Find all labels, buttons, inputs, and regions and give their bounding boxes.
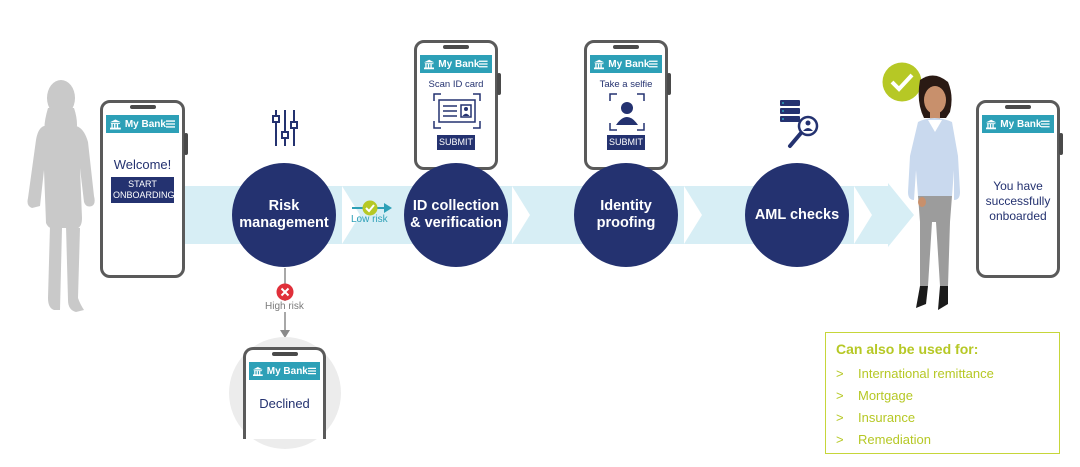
- list-item-label: Remediation: [858, 432, 931, 447]
- bank-icon: [110, 119, 121, 129]
- high-risk-label: High risk: [264, 301, 305, 312]
- phone-side-button: [497, 73, 501, 95]
- declined-phone: My Bank Declined: [243, 347, 326, 439]
- list-item-label: Mortgage: [858, 388, 913, 403]
- declined-text: Declined: [259, 396, 310, 411]
- selfie-caption: Take a selfie: [599, 79, 653, 90]
- app-name: My Bank: [608, 58, 650, 70]
- phone-notch: [1005, 105, 1031, 109]
- scan-id-caption: Scan ID card: [428, 79, 484, 90]
- submit-id-button[interactable]: SUBMIT: [437, 135, 475, 150]
- phone-notch: [613, 45, 639, 49]
- bank-icon: [424, 59, 435, 69]
- app-header: My Bank: [249, 362, 320, 380]
- app-name: My Bank: [438, 58, 480, 70]
- success-check-icon: [882, 62, 922, 102]
- menu-icon[interactable]: [165, 120, 175, 128]
- app-header: My Bank: [590, 55, 662, 73]
- low-risk-label: Low risk: [351, 214, 388, 225]
- id-scan-phone: My Bank Scan ID card SUBMIT: [414, 40, 501, 170]
- step-label: ID collection & verification: [410, 198, 502, 231]
- phone-side-button: [184, 133, 188, 155]
- app-name: My Bank: [1000, 118, 1042, 130]
- list-item: > Remediation: [836, 429, 1049, 451]
- success-text: You have successfully onboarded: [985, 179, 1051, 223]
- menu-icon[interactable]: [479, 60, 488, 68]
- app-name: My Bank: [266, 365, 308, 377]
- flow-chevron: [342, 186, 360, 244]
- list-item: > International remittance: [836, 363, 1049, 385]
- woman-illustration: [908, 75, 960, 310]
- aml-search-icon: [780, 100, 819, 148]
- submit-selfie-button[interactable]: SUBMIT: [607, 135, 645, 150]
- phone-notch: [443, 45, 469, 49]
- bullet: >: [836, 388, 844, 403]
- step-label: Identity proofing: [596, 198, 656, 231]
- menu-icon[interactable]: [307, 367, 316, 375]
- list-item: > Mortgage: [836, 385, 1049, 407]
- step-identity-proofing: Identity proofing: [574, 163, 678, 267]
- app-header: My Bank: [420, 55, 492, 73]
- phone-side-button: [667, 73, 671, 95]
- menu-icon[interactable]: [1041, 120, 1050, 128]
- also-used-box: Can also be used for: > International rem…: [825, 332, 1060, 454]
- id-card-icon: [433, 93, 481, 129]
- welcome-text: Welcome!: [113, 157, 172, 172]
- step-id-collection: ID collection & verification: [404, 163, 508, 267]
- bullet: >: [836, 366, 844, 381]
- person-silhouette-icon: [27, 80, 95, 312]
- bullet: >: [836, 432, 844, 447]
- welcome-phone: My Bank Welcome! START ONBOARDING: [100, 100, 188, 278]
- step-label: Risk management: [239, 198, 329, 231]
- flow-chevron: [854, 186, 872, 244]
- menu-icon[interactable]: [649, 60, 658, 68]
- cross-icon: [276, 283, 294, 301]
- list-item-label: Insurance: [858, 410, 916, 425]
- sliders-icon: [272, 110, 298, 146]
- bank-icon: [253, 366, 263, 376]
- app-header: My Bank: [982, 115, 1054, 133]
- flow-chevron: [684, 186, 702, 244]
- phone-notch: [129, 105, 156, 109]
- phone-side-button: [1059, 133, 1063, 155]
- app-header: My Bank: [106, 115, 179, 133]
- list-item-label: International remittance: [858, 366, 994, 381]
- step-aml-checks: AML checks: [745, 163, 849, 267]
- check-icon: [362, 200, 378, 216]
- selfie-icon: [609, 93, 645, 131]
- bank-icon: [594, 59, 605, 69]
- step-label: AML checks: [754, 206, 840, 223]
- bullet: >: [836, 410, 844, 425]
- list-item: > Insurance: [836, 407, 1049, 429]
- also-used-title: Can also be used for:: [836, 341, 979, 357]
- flow-chevron: [512, 186, 530, 244]
- phone-notch: [271, 352, 298, 356]
- bank-icon: [986, 119, 997, 129]
- start-onboarding-button[interactable]: START ONBOARDING: [111, 177, 175, 203]
- selfie-phone: My Bank Take a selfie SUBMIT: [584, 40, 671, 170]
- step-risk-management: Risk management: [232, 163, 336, 267]
- app-name: My Bank: [124, 118, 166, 130]
- success-phone: My Bank You have successfully onboarded: [976, 100, 1063, 278]
